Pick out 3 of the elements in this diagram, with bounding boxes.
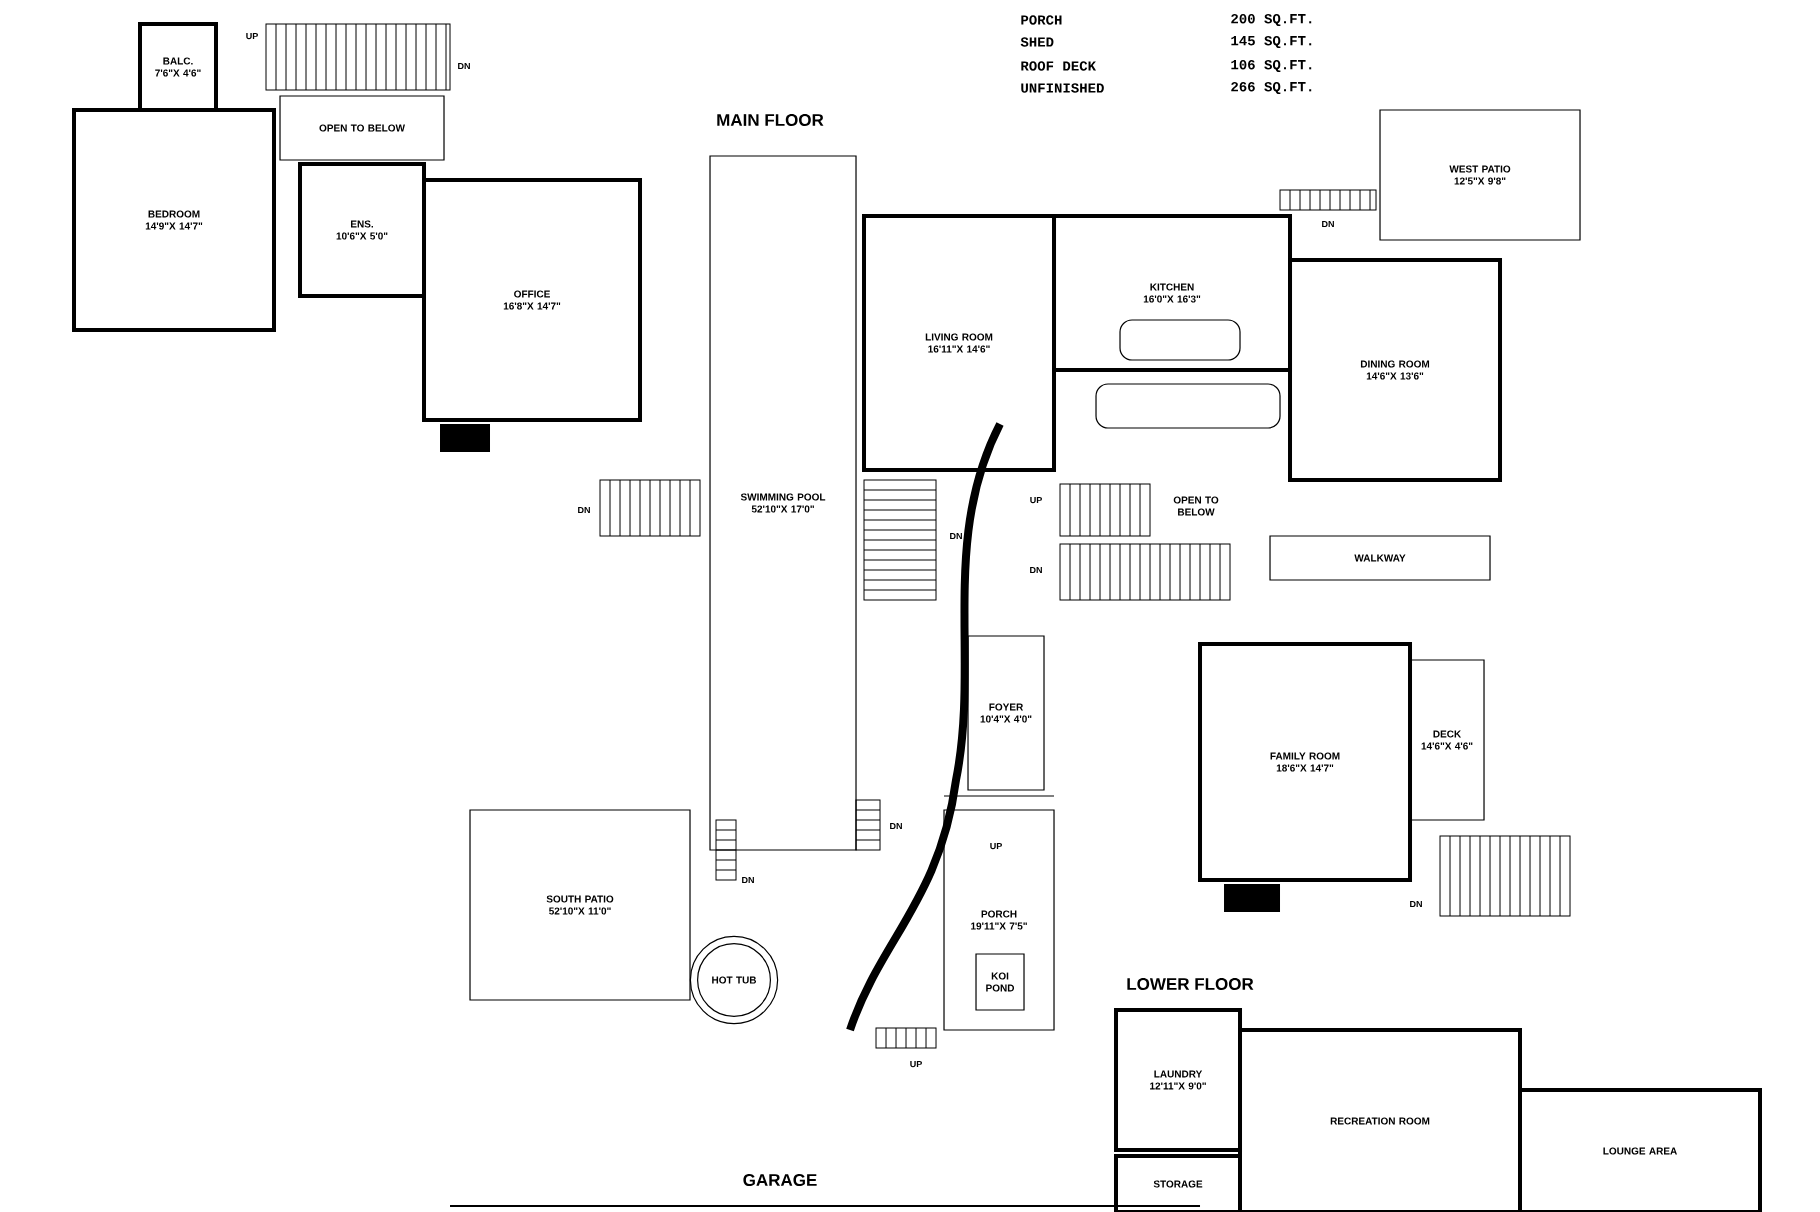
floor-title: GARAGE: [743, 1174, 817, 1186]
floor-title: MAIN FLOOR: [717, 114, 824, 126]
floor-title: LOWER FLOOR: [1127, 978, 1254, 990]
